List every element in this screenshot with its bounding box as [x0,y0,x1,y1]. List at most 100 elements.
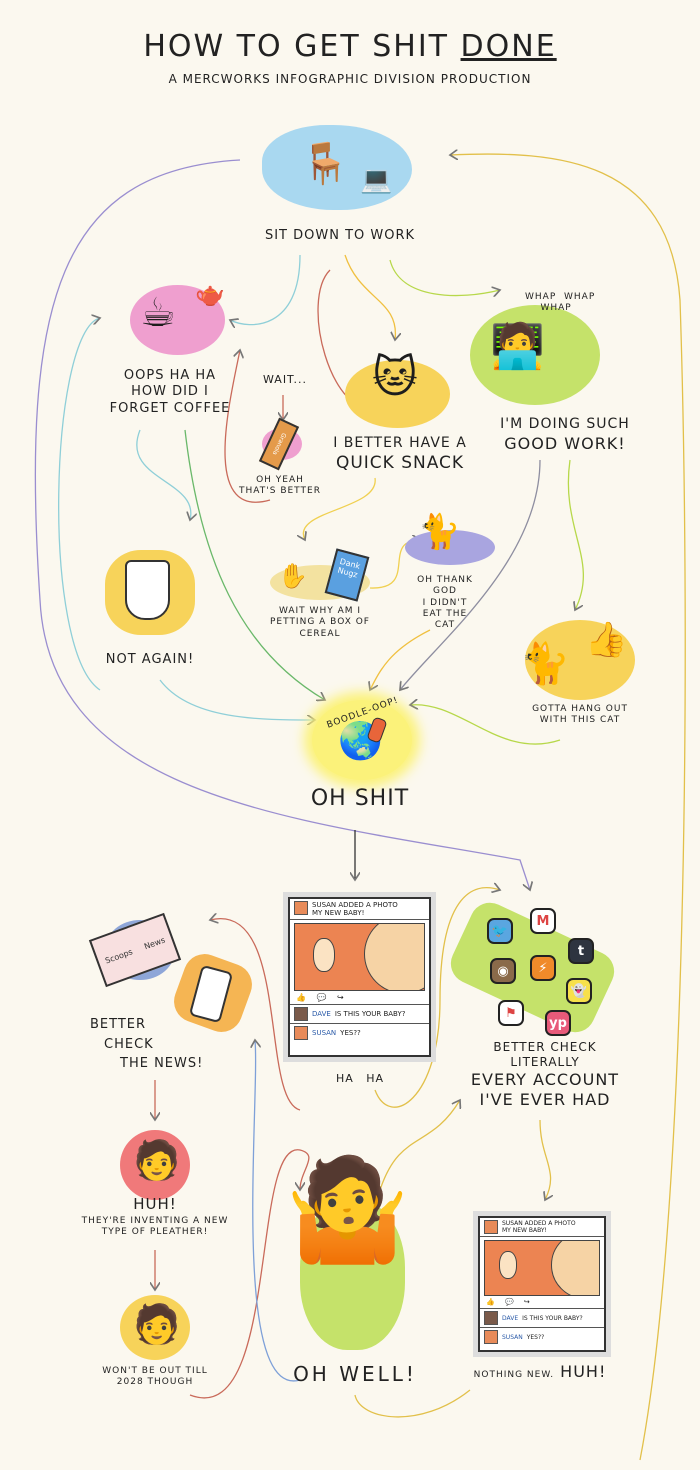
label-line: that's better [239,486,321,497]
comment-text: yes?? [340,1029,361,1037]
label-every-account: Better check literally every account I'v… [455,1040,635,1110]
label-line: the news! [120,1056,204,1071]
comment: Daveis this your baby? [480,1308,604,1328]
label-line: Gotta hang out [532,704,628,714]
label-line: They're inventing a new [81,1216,229,1226]
coffee-blob [130,285,225,355]
label-line: every account [470,1070,620,1089]
label-oh-well: Oh well! [293,1362,417,1386]
label-oh-shit: Oh shit [310,786,410,811]
comment-author: Dave [312,1010,331,1018]
granola-label: Granola [270,431,288,457]
label-line: 2028 though [116,1377,194,1388]
character-phone-icon: 🧑 [133,1302,181,1346]
parent-face [364,924,424,990]
label-line: Better [90,1017,147,1032]
label-line: I'm doing such [500,416,630,432]
label-line: Wait why am I [278,606,362,616]
label-wait: Wait... [263,373,307,386]
label-sit-down: Sit down to work [264,228,416,243]
hand-petting-icon: ✋ [278,562,308,590]
label-line: I've ever had [479,1090,611,1109]
yp-app-icon: yp [545,1010,571,1036]
label-line: Better check [493,1040,597,1054]
huh-text: Huh! [560,1362,607,1381]
post-header-line: my new baby! [312,909,365,917]
twitter-app-icon: 🐦 [487,918,513,944]
label-cereal: Wait why am I petting a box of cereal [260,606,380,640]
label-line: cat [434,620,456,630]
snack-blob [345,360,450,428]
baby-photo [484,1240,600,1296]
burst-blob [312,700,412,780]
post-reactions[interactable]: 👍 💬 ↪ [296,993,348,1002]
label-line: I didn't [422,597,468,608]
label-line: Oh yeah [256,475,304,485]
label-nothing-new: Nothing new. Huh! [460,1362,620,1382]
label-line: petting a box of [269,617,370,628]
arrow-post-news [210,919,301,1111]
post-header-line: Susan added a photo [502,1220,576,1227]
label-line: good work! [504,433,626,453]
comment-text: is this your baby? [334,1010,406,1018]
label-line: type of pleather! [101,1227,209,1238]
label-huh: Huh! [133,1195,177,1213]
arrow-post-apps [374,888,500,1108]
hangout-blob [525,620,635,700]
label-hang-out: Gotta hang out with this cat [515,704,645,727]
character-shrugging-icon: 🤷 [285,1151,410,1268]
whap-1: Whap [525,292,557,302]
snapchat-app-icon: 👻 [566,978,592,1004]
comment: Daveis this your baby? [290,1004,429,1024]
label-line: how did I [131,384,209,400]
arrow-work-ohshit [400,459,541,690]
label-line: God [433,586,457,597]
label-coffee: Oops ha ha how did I forget coffee [95,368,245,417]
label-line: quick snack [335,452,465,473]
arrow-cat-ohshit [370,629,431,690]
label-line: Won't be out till [102,1366,208,1376]
whap-3: Whap [540,303,572,314]
whap-2: Whap [564,292,596,302]
comment: Susanyes?? [480,1328,604,1346]
label-good-work: I'm doing such good work! [480,416,650,454]
arrow-sit-snack [344,254,395,340]
label-granola: Oh yeah that's better [230,475,330,498]
whap-sfx: Whap Whap Whap [525,292,625,315]
arrow-loop-left-purple [34,159,530,890]
laptop-icon: 💻 [360,165,393,195]
label-line: I better have a [333,435,467,451]
coffee-pot-icon: 🫖 [195,280,225,308]
avatar [484,1330,498,1344]
arrow-loop-right-yellow [450,154,686,1461]
character-tumbling-chair-icon: 🪑 [300,141,350,187]
character-typing-icon: 🧑‍💻 [490,321,545,372]
oh-well-blob [300,1200,405,1350]
comment: Susanyes?? [290,1024,429,1042]
label-line: Oh thank [417,575,473,585]
avatar [484,1311,498,1325]
label-line: literally [510,1055,580,1069]
label-line: with this cat [539,715,621,726]
arrow-hangout-ohshit [410,705,561,745]
urinal-icon [125,560,170,620]
post-reactions[interactable]: 👍 💬 ↪ [486,1298,534,1306]
label-ha-ha: Ha ha [335,1072,385,1085]
nothing-new-text: Nothing new. [473,1370,555,1380]
thumbs-up-icon: 👍 [585,620,628,660]
cat-playing-icon: 🐈 [520,641,570,687]
arrow-coffee-urinal [136,429,191,520]
tumblr-app-icon: t [568,938,594,964]
post-header-line: my new baby! [502,1227,547,1234]
arrow-sit-work [389,259,500,296]
arrow-ohwell-news [253,1040,301,1382]
facebook-post-card: Susan added a photomy new baby! 👍 💬 ↪ Da… [288,897,431,1057]
sit-down-blob [262,125,412,210]
comment-author: Susan [502,1333,523,1341]
label-not-again: Not again! [105,652,195,667]
label-line: Oops ha ha [123,368,217,383]
cat-sitting-icon: 🐈 [418,512,461,552]
title-main: How to get shit [143,29,449,64]
label-check-news: Better check the news! [90,1015,230,1074]
